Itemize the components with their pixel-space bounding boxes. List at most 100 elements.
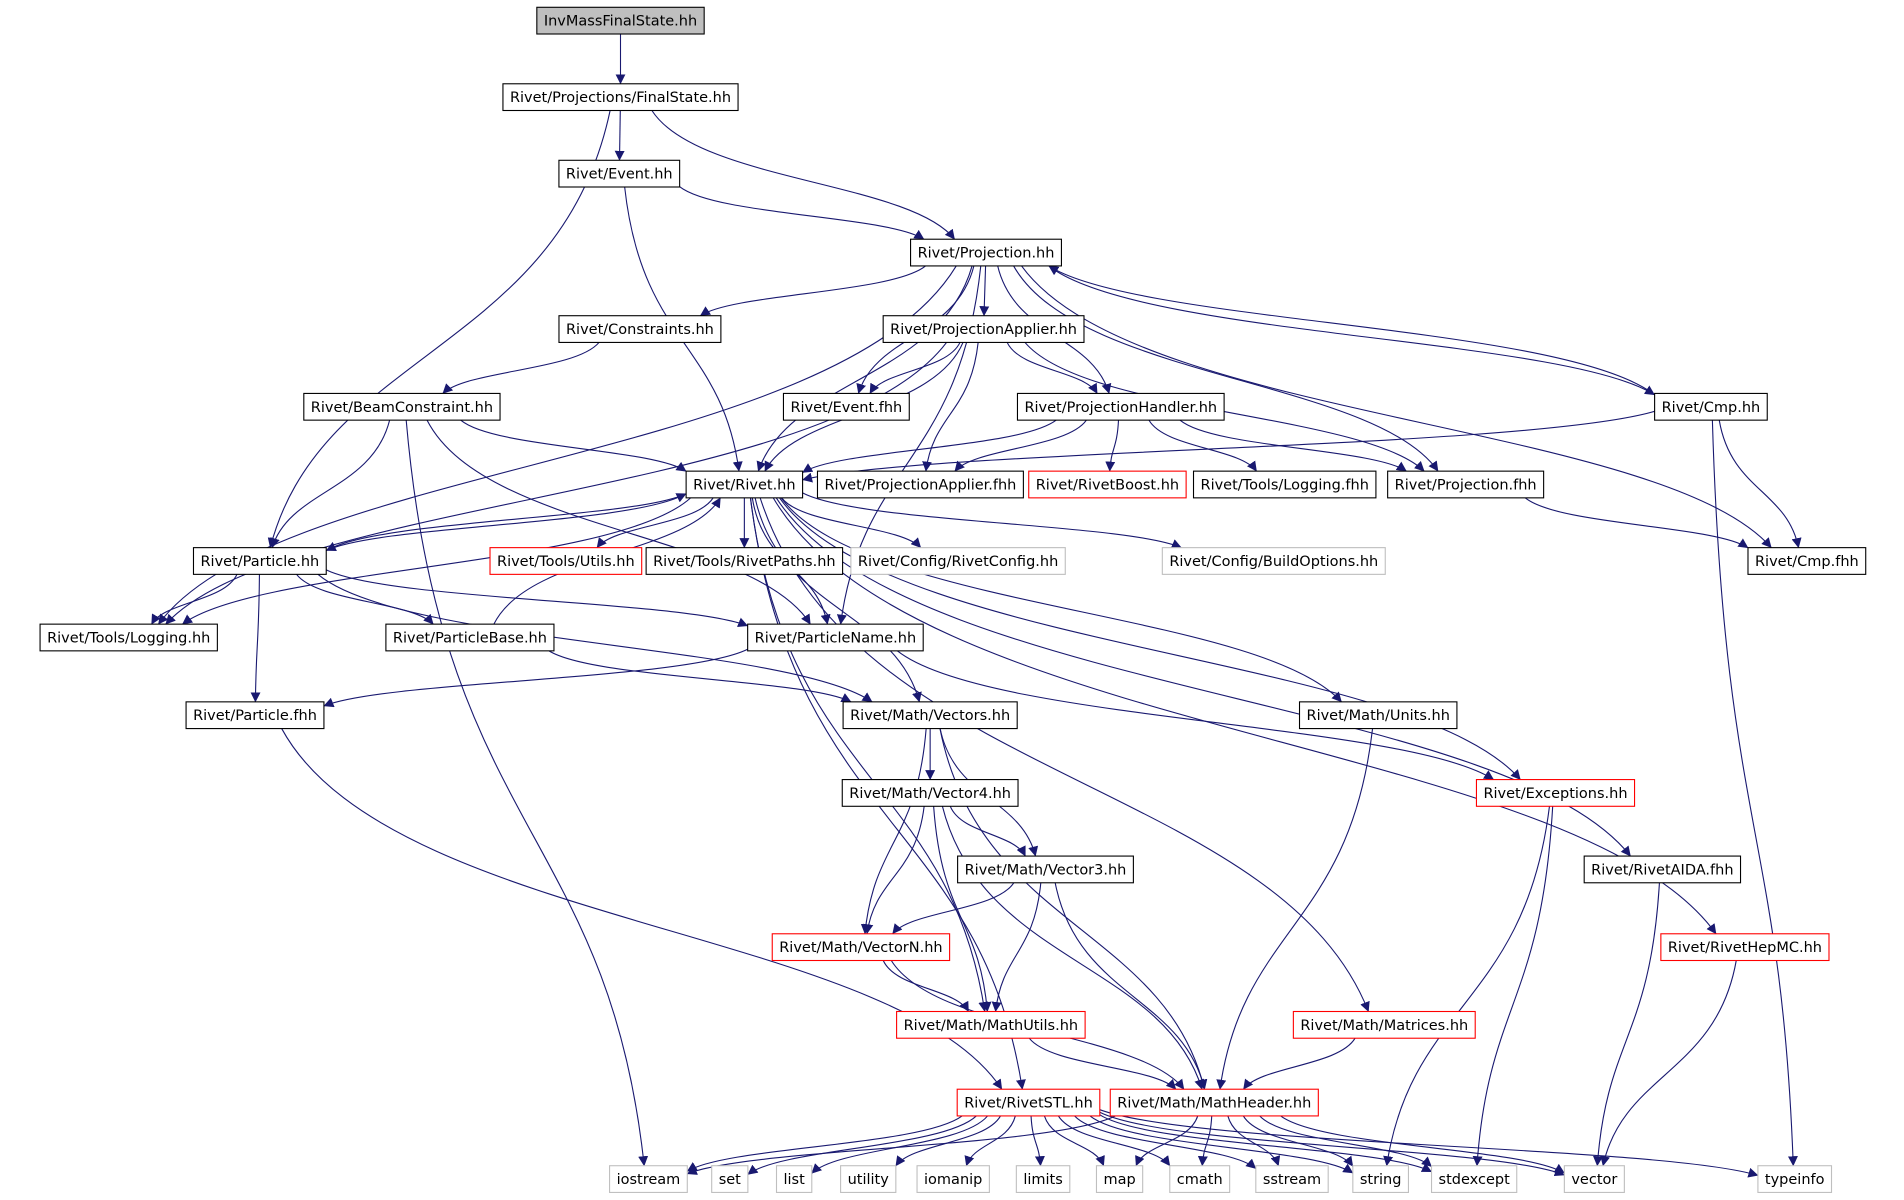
node-rivet-projectionapplier-fhh[interactable]: Rivet/ProjectionApplier.fhh (816, 470, 1024, 499)
node-rivet-tools-rivetpaths-hh[interactable]: Rivet/Tools/RivetPaths.hh (645, 547, 844, 575)
node-rivet-math-vector4-hh[interactable]: Rivet/Math/Vector4.hh (841, 779, 1019, 807)
edge-mh-to-sstream (1227, 1115, 1281, 1167)
node-box (1016, 392, 1225, 421)
node-label: Rivet/Config/RivetConfig.hh (858, 554, 1058, 570)
edge-stl-to-cmath (1057, 1115, 1171, 1167)
node-box (840, 1165, 897, 1193)
node-cmath: cmath (1169, 1165, 1231, 1193)
node-typeinfo: typeinfo (1757, 1165, 1833, 1193)
node-box (1563, 1165, 1625, 1193)
node-rivet-tools-logging-hh[interactable]: Rivet/Tools/Logging.hh (39, 623, 218, 652)
node-rivet-beamconstraint-hh[interactable]: Rivet/BeamConstraint.hh (303, 392, 501, 421)
node-label: Rivet/Math/MathUtils.hh (904, 1018, 1079, 1034)
edge-mh-to-string (1242, 1115, 1354, 1167)
node-label: Rivet/Cmp.fhh (1755, 554, 1859, 570)
node-box (1095, 1165, 1144, 1193)
edges-layer (151, 34, 1802, 1178)
node-vector: vector (1563, 1165, 1625, 1193)
edge-part-to-rivet (325, 493, 687, 551)
node-box (1255, 1165, 1329, 1193)
node-rivet-particle-fhh[interactable]: Rivet/Particle.fhh (185, 701, 325, 730)
node-label: Rivet/Constraints.hh (566, 322, 714, 338)
node-label: Rivet/Math/Vector4.hh (849, 786, 1011, 802)
edge-rivet-to-mu (780, 497, 1342, 703)
node-box (489, 547, 643, 575)
node-rivet-math-vectorn-hh: Rivet/Math/VectorN.hh (771, 933, 951, 962)
node-box (771, 933, 951, 962)
edge-stl-to-limits (1030, 1115, 1045, 1167)
edge-mh-to-cmath (1197, 1115, 1213, 1167)
node-rivet-rivet-hh[interactable]: Rivet/Rivet.hh (685, 470, 804, 499)
node-label: sstream (1263, 1172, 1321, 1188)
node-label: Rivet/Projection.fhh (1395, 478, 1537, 494)
node-label: Rivet/ProjectionHandler.hh (1024, 400, 1217, 416)
edge-proj-to-pa (979, 265, 990, 317)
node-rivet-projectionhandler-hh[interactable]: Rivet/ProjectionHandler.hh (1016, 392, 1225, 421)
node-box (816, 470, 1024, 499)
node-label: Rivet/BeamConstraint.hh (311, 400, 493, 416)
node-rivet-event-fhh[interactable]: Rivet/Event.fhh (782, 392, 910, 421)
node-rivet-math-vector3-hh[interactable]: Rivet/Math/Vector3.hh (957, 855, 1134, 884)
node-rivet-math-vectors-hh[interactable]: Rivet/Math/Vectors.hh (842, 701, 1018, 730)
edge-rivet-to-crc (781, 497, 922, 549)
node-rivet-event-hh[interactable]: Rivet/Event.hh (558, 159, 681, 188)
node-sstream: sstream (1255, 1165, 1329, 1193)
node-rivet-math-matrices-hh: Rivet/Math/Matrices.hh (1292, 1010, 1476, 1039)
node-label: list (783, 1172, 805, 1188)
node-iostream: iostream (609, 1165, 688, 1193)
node-box (1430, 1165, 1518, 1193)
node-label: Rivet/ProjectionApplier.hh (890, 322, 1077, 338)
node-label: cmath (1177, 1172, 1223, 1188)
node-rivet-particlename-hh[interactable]: Rivet/ParticleName.hh (747, 623, 924, 652)
node-label: Rivet/RivetSTL.hh (964, 1096, 1093, 1112)
node-rivet-projections-finalstate-hh[interactable]: Rivet/Projections/FinalState.hh (502, 83, 739, 112)
edge-mh-to-iostream (686, 1115, 1116, 1175)
edge-bc-to-pn (426, 419, 811, 625)
node-box (1015, 1165, 1071, 1193)
node-label: Rivet/Projection.hh (918, 246, 1055, 262)
node-label: typeinfo (1765, 1172, 1825, 1188)
node-rivet-rivetaida-fhh[interactable]: Rivet/RivetAIDA.fhh (1583, 855, 1742, 884)
node-rivet-projectionapplier-hh[interactable]: Rivet/ProjectionApplier.hh (882, 315, 1085, 343)
node-label: Rivet/Math/VectorN.hh (779, 940, 942, 956)
node-label: Rivet/Math/MathHeader.hh (1117, 1096, 1311, 1112)
node-box (1109, 1088, 1319, 1117)
node-box (956, 1088, 1101, 1117)
node-rivet-cmp-fhh[interactable]: Rivet/Cmp.fhh (1747, 547, 1867, 575)
node-box (609, 1165, 688, 1193)
node-rivet-config-rivetconfig-hh: Rivet/Config/RivetConfig.hh (850, 547, 1066, 575)
node-rivet-tools-logging-fhh[interactable]: Rivet/Tools/Logging.fhh (1192, 470, 1377, 499)
node-rivet-constraints-hh[interactable]: Rivet/Constraints.hh (558, 315, 722, 343)
node-rivet-projection-hh[interactable]: Rivet/Projection.hh (910, 238, 1062, 267)
node-list: list (775, 1165, 813, 1193)
edge-proj-to-rivet (756, 265, 973, 472)
edge-rivet-to-mv (754, 497, 922, 703)
edge-part-to-tlog (151, 574, 238, 625)
node-label: iostream (617, 1172, 681, 1188)
node-rivet-cmp-hh[interactable]: Rivet/Cmp.hh (1654, 392, 1768, 421)
node-label: string (1360, 1172, 1402, 1188)
node-label: Rivet/ParticleName.hh (755, 631, 917, 647)
node-box (747, 623, 924, 652)
edge-v4-to-v3 (949, 806, 1026, 857)
node-rivet-projection-fhh[interactable]: Rivet/Projection.fhh (1387, 470, 1545, 499)
edge-exc-to-string (1383, 806, 1550, 1167)
node-rivet-particle-hh[interactable]: Rivet/Particle.hh (192, 547, 327, 575)
node-box (910, 238, 1062, 267)
node-label: iomanip (924, 1172, 982, 1188)
node-rivet-particlebase-hh[interactable]: Rivet/ParticleBase.hh (385, 623, 555, 652)
edge-hepmc-to-vector (1600, 960, 1737, 1167)
node-label: Rivet/Projections/FinalState.hh (510, 90, 731, 106)
edge-part-to-pb (296, 574, 434, 625)
node-rivet-math-units-hh[interactable]: Rivet/Math/Units.hh (1298, 701, 1458, 730)
node-box (558, 159, 681, 188)
node-label: set (719, 1172, 741, 1188)
node-label: Rivet/Particle.fhh (193, 708, 317, 724)
edge-rivet-to-cbo (802, 492, 1182, 549)
edge-proj-to-cmpf (1021, 265, 1772, 549)
node-rivet-exceptions-hh: Rivet/Exceptions.hh (1475, 779, 1636, 807)
edge-mu-to-mh (1216, 728, 1374, 1090)
node-box (536, 6, 705, 35)
edge-rivet-to-tlog (182, 497, 691, 625)
node-box (1161, 547, 1386, 575)
